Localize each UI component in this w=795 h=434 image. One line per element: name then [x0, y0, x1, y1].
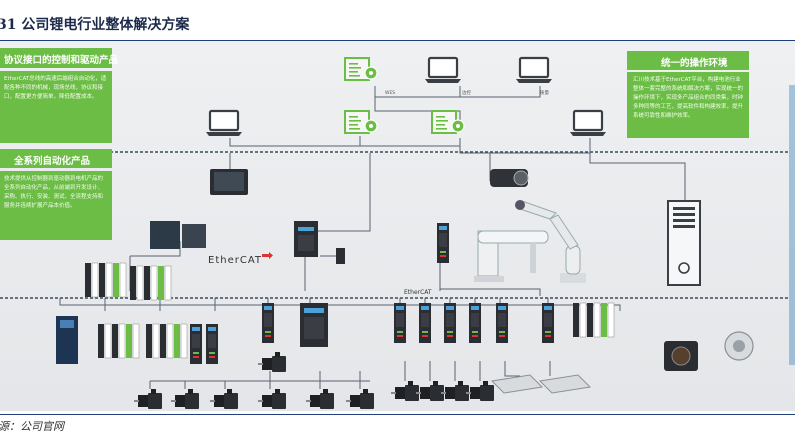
right-top-panel: 汇川技术基于EtherCAT平台，构建电池行业整体一套完整的系统和解决方案，实现… — [627, 72, 749, 138]
servo-drive-icon — [206, 324, 218, 364]
servo-drive-icon — [419, 303, 431, 343]
industrial-pc-icon — [667, 200, 701, 286]
left-top-panel-title: 协议接口的控制和驱动产品 — [0, 48, 118, 68]
right-top-panel-text: 汇川技术基于EtherCAT平台，构建电池行业整体一套完整的系统和解决方案，实现… — [633, 77, 744, 119]
multi-axis-drive-icon — [300, 303, 328, 347]
left-mid-panel-title: 全系列自动化产品 — [0, 149, 112, 168]
servo-drive-icon — [437, 223, 449, 263]
hmi-panel-icon — [210, 169, 248, 195]
diagram-graphics: EtherCAT EtherCAT WES 边控 质量 — [0, 56, 790, 409]
servo-motor-icon — [441, 381, 469, 401]
six-axis-robot-icon — [515, 200, 586, 283]
source-text: 源：公司官网 — [0, 420, 64, 433]
ethercat-label: EtherCAT — [208, 255, 262, 266]
servo-motor-icon — [258, 389, 286, 409]
servo-drive-icon — [394, 303, 406, 343]
plc-icon — [145, 323, 188, 359]
servo-drive-icon — [542, 303, 554, 343]
controller-icon — [294, 221, 345, 264]
left-mid-panel-text: 技术提供从控制器到驱动器到电机产品的全系列自动化产品，从前端到开发设计、采购、执… — [4, 176, 104, 209]
figure-title: 31 公司锂电行业整体解决方案 — [0, 17, 190, 33]
servo-motor-icon — [134, 389, 162, 409]
laptop-icon — [423, 56, 463, 85]
servo-motor-icon — [391, 381, 419, 401]
ethercat-label: EtherCAT — [404, 289, 432, 296]
camera-icon — [490, 169, 529, 187]
left-top-panel-text: EtherCAT总线的高速后端组合自动化，适配各种不同的机械，现场总线，协议和接… — [4, 76, 107, 100]
figure-caption: 31 公司锂电行业整体解决方案 — [0, 0, 795, 41]
servo-motor-icon — [306, 389, 334, 409]
servo-motor-icon — [171, 389, 199, 409]
figure-source: 源：公司官网 — [0, 414, 795, 433]
servo-motor-icon — [258, 352, 286, 372]
solution-diagram: EtherCAT EtherCAT WES 边控 质量 — [0, 41, 795, 411]
net-label: 质量 — [540, 89, 549, 96]
net-label: 边控 — [462, 89, 471, 96]
laptop-icon — [514, 56, 554, 85]
remote-io-icon — [129, 265, 172, 301]
servo-motor-icon — [210, 389, 238, 409]
linear-module-icon — [490, 374, 592, 394]
scara-robot-icon — [474, 230, 549, 282]
software-icon — [344, 110, 378, 134]
industrial-camera-icon — [664, 341, 698, 371]
servo-drive-icon — [190, 324, 202, 364]
plc-icon — [97, 323, 140, 359]
inverter-icon — [56, 316, 78, 364]
net-label: WES — [385, 90, 395, 96]
laptop-icon — [568, 109, 608, 138]
servo-drive-icon — [496, 303, 508, 343]
servo-drive-icon — [469, 303, 481, 343]
left-mid-panel: 技术提供从控制器到驱动器到电机产品的全系列自动化产品，从前端到开发设计、采购、执… — [0, 171, 112, 240]
servo-drive-icon — [444, 303, 456, 343]
servo-motor-icon — [466, 381, 494, 401]
right-edge-strip — [789, 85, 795, 365]
servo-motor-icon — [416, 381, 444, 401]
software-icon — [431, 110, 465, 134]
servo-motor-icon — [346, 389, 374, 409]
laptop-icon — [204, 109, 244, 138]
left-top-panel: EtherCAT总线的高速后端组合自动化，适配各种不同的机械，现场总线，协议和接… — [0, 71, 112, 143]
io-module-icon — [150, 221, 206, 249]
right-top-panel-title: 统一的操作环境 — [627, 51, 749, 70]
servo-drive-icon — [262, 303, 274, 343]
plc-icon — [572, 302, 615, 338]
encoder-icon — [724, 331, 754, 361]
software-icon — [344, 57, 378, 81]
remote-io-icon — [84, 262, 127, 298]
